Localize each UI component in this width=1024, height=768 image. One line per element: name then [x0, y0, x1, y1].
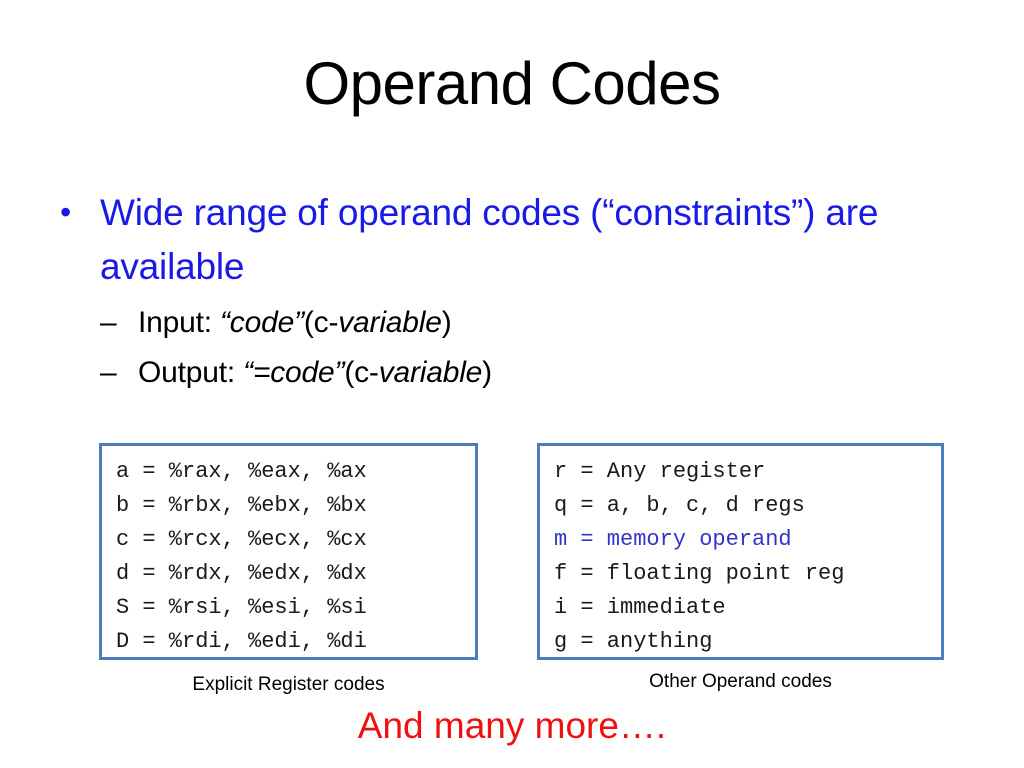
code-line: c = %rcx, %ecx, %cx: [116, 527, 367, 552]
sub-bullet-output-variable: variable: [378, 355, 483, 389]
sub-bullet-input-quote-close: ”: [294, 306, 304, 340]
other-operand-codes-box: r = Any register q = a, b, c, d regs m = m…: [537, 443, 944, 660]
sub-bullet-input: –Input: “code”(c-variable): [100, 298, 982, 348]
sub-bullet-input-prefix: Input:: [138, 306, 220, 340]
code-line: g = anything: [554, 629, 713, 654]
sub-bullet-output-paren-open: (c-: [344, 355, 379, 389]
code-line: D = %rdi, %edi, %di: [116, 629, 367, 654]
explicit-register-codes-box: a = %rax, %eax, %ax b = %rbx, %ebx, %bx c …: [99, 443, 478, 660]
sub-bullet-output: –Output: “=code”(c-variable): [100, 348, 982, 398]
bullet-dot-icon: •: [60, 194, 72, 230]
code-line: S = %rsi, %esi, %si: [116, 595, 367, 620]
code-line: m = memory operand: [554, 527, 792, 552]
sub-bullet-input-variable: variable: [338, 306, 442, 340]
code-line: b = %rbx, %ebx, %bx: [116, 493, 367, 518]
code-line: d = %rdx, %edx, %dx: [116, 561, 367, 586]
main-bullet: • Wide range of operand codes (“constrain…: [52, 186, 982, 294]
en-dash-icon: –: [100, 306, 117, 340]
and-many-more-note: And many more….: [357, 705, 667, 746]
sub-bullet-input-paren-close: ): [441, 306, 452, 340]
code-line: r = Any register: [554, 459, 766, 484]
code-line: a = %rax, %eax, %ax: [116, 459, 367, 484]
sub-bullet-output-prefix: Output:: [138, 355, 244, 389]
sub-bullet-output-paren-close: ): [482, 355, 492, 389]
sub-bullet-output-quote-open: “: [243, 355, 253, 389]
code-line: i = immediate: [554, 595, 726, 620]
code-line: f = floating point reg: [554, 561, 845, 586]
sub-bullet-output-quote-close: ”: [334, 355, 345, 389]
explicit-register-codes-caption: Explicit Register codes: [192, 674, 385, 695]
sub-bullet-list: –Input: “code”(c-variable) –Output: “=co…: [52, 298, 982, 398]
page-title: Operand Codes: [303, 50, 721, 117]
body-content: • Wide range of operand codes (“constrain…: [52, 186, 982, 398]
sub-bullet-output-code: =code: [252, 355, 335, 389]
en-dash-icon: –: [100, 355, 117, 389]
other-operand-codes-caption: Other Operand codes: [649, 671, 832, 692]
code-line: q = a, b, c, d regs: [554, 493, 805, 518]
main-bullet-text: Wide range of operand codes (“constraint…: [100, 192, 879, 288]
sub-bullet-input-paren-open: (c-: [303, 306, 339, 340]
sub-bullet-input-quote-open: “: [220, 306, 230, 340]
sub-bullet-input-code: code: [229, 306, 295, 340]
